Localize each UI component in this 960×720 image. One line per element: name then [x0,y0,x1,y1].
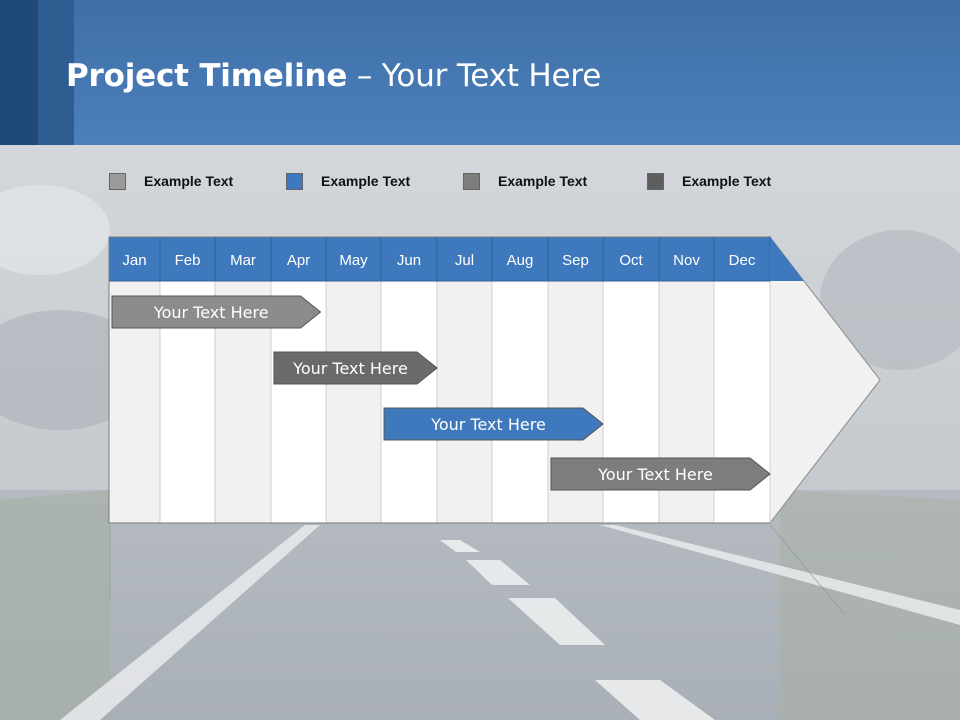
month-header-cell [658,236,715,282]
month-header-cell [325,236,382,282]
legend-swatch [647,172,664,190]
task-bar [273,351,438,385]
legend-swatch [109,172,126,190]
header-accent-bar [0,0,38,145]
month-label: Feb [175,252,201,269]
legend-item: Example Text [286,170,410,192]
month-column [436,280,493,524]
page-title: Project Timeline – Your Text Here [66,58,601,94]
task-bar [550,457,771,491]
month-label: Jun [397,252,421,269]
month-header-cell [602,236,660,282]
title-rest: – Your Text Here [347,58,602,94]
month-column [325,280,382,524]
month-header-cell [547,236,604,282]
task-bar-label: Your Text Here [430,415,546,434]
month-label: Mar [230,252,256,269]
timeline-header-cap [770,237,804,281]
header-accent-bar [38,0,74,145]
task-bar-label: Your Text Here [292,359,408,378]
month-label: May [339,252,368,269]
timeline-frame [108,236,770,524]
month-column [491,280,549,524]
legend-label: Example Text [321,173,411,189]
header-banner: Project Timeline – Your Text Here [0,0,960,145]
month-header-cell [713,236,771,282]
month-label: Apr [287,252,310,269]
legend-item: Example Text [463,170,587,192]
legend-label: Example Text [498,173,588,189]
legend-swatch [286,172,303,190]
task-bar-label: Your Text Here [153,303,269,322]
legend-label: Example Text [144,173,234,189]
month-label: Nov [673,252,700,269]
month-label: Jan [122,252,146,269]
month-column [380,280,438,524]
month-label: Sep [562,252,589,269]
month-header-cell [108,236,161,282]
month-label: Oct [619,252,643,269]
month-label: Dec [729,252,756,269]
legend-item: Example Text [109,170,233,192]
legend-item: Example Text [647,170,771,192]
legend-label: Example Text [682,173,772,189]
task-bar [111,295,322,329]
month-label: Aug [507,252,534,269]
month-label: Jul [455,252,474,269]
task-bar-label: Your Text Here [597,465,713,484]
title-bold: Project Timeline [66,58,348,94]
task-bar [383,407,604,441]
legend-swatch [463,172,480,190]
month-header-cell [436,236,493,282]
